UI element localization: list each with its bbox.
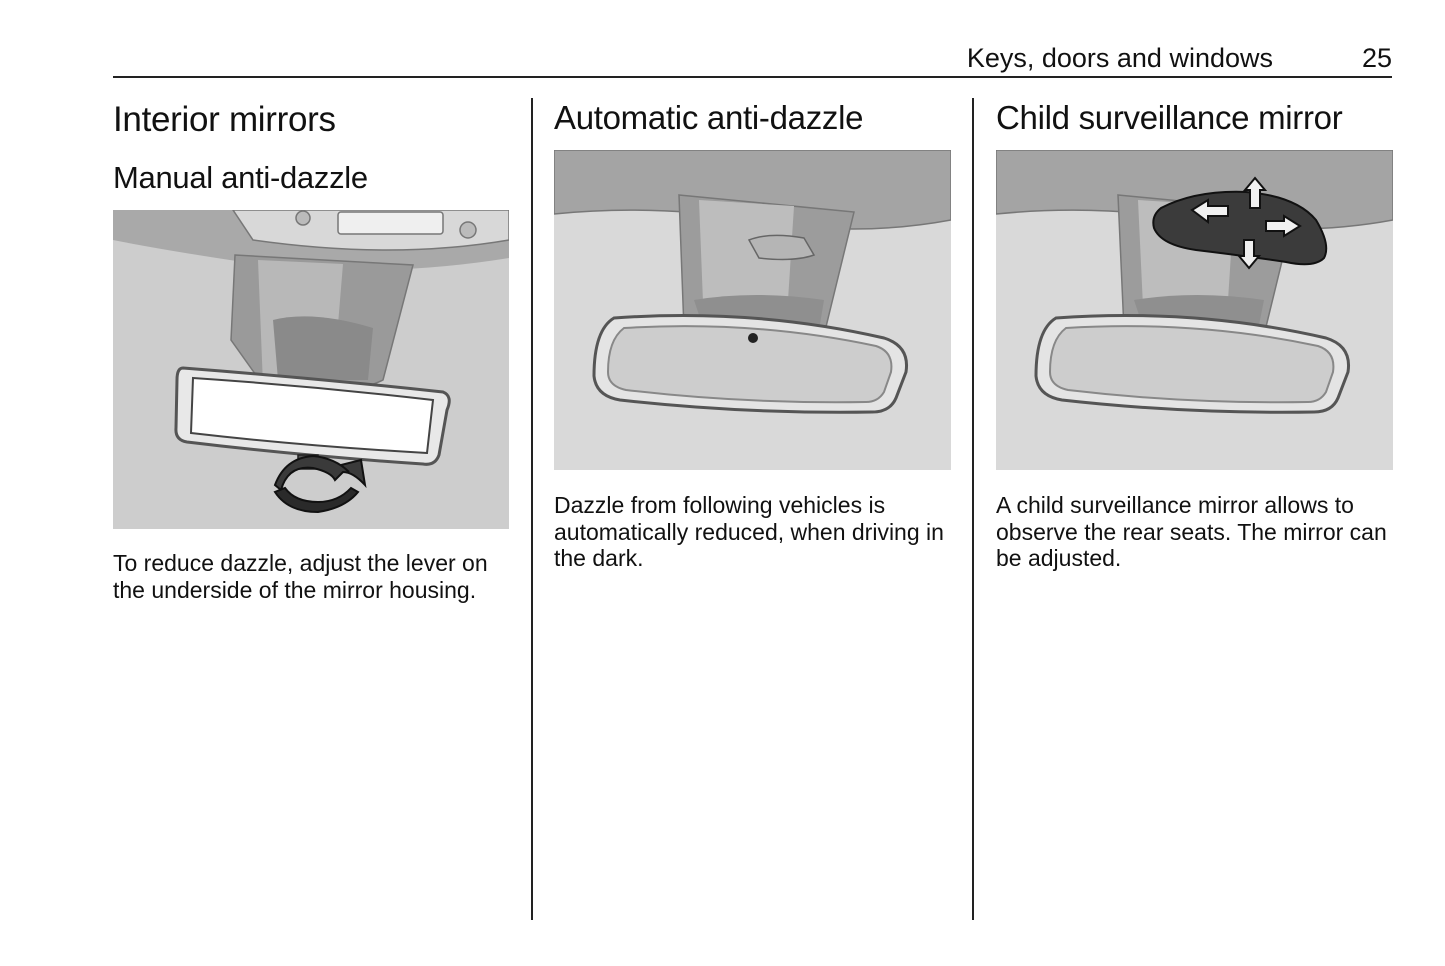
- section-title-child-surveillance-mirror: Child surveillance mirror: [996, 99, 1343, 136]
- manual-anti-dazzle-text: To reduce dazzle, adjust the lever on th…: [113, 550, 488, 603]
- chapter-title: Keys, doors and windows: [966, 43, 1273, 73]
- automatic-anti-dazzle-text: Dazzle from following vehicles is automa…: [554, 492, 944, 571]
- section-title-interior-mirrors: Interior mirrors: [113, 100, 336, 139]
- child-surveillance-mirror-figure: [996, 150, 1393, 470]
- column-divider-2: [972, 98, 974, 920]
- child-surveillance-mirror-text: A child surveillance mirror allows to ob…: [996, 492, 1387, 571]
- column-divider-1: [531, 98, 533, 920]
- page-number: 25: [1361, 43, 1392, 73]
- subsection-title-manual-anti-dazzle: Manual anti-dazzle: [113, 160, 368, 195]
- section-title-automatic-anti-dazzle: Automatic anti-dazzle: [554, 99, 864, 136]
- header-rule: [113, 76, 1392, 78]
- automatic-anti-dazzle-figure: [554, 150, 951, 470]
- manual-anti-dazzle-figure: [113, 210, 509, 529]
